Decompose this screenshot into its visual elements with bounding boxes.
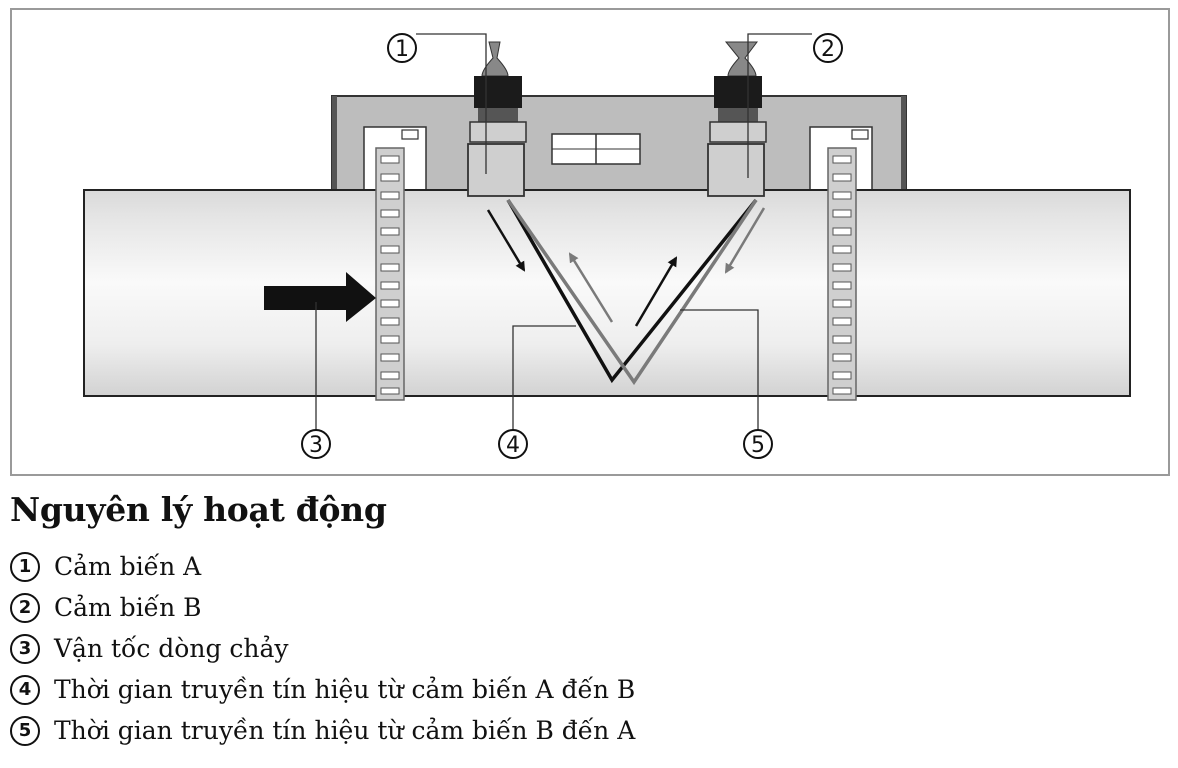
legend-text-5: Thời gian truyền tín hiệu từ cảm biến B …	[54, 716, 636, 745]
callout-4: 4	[498, 429, 528, 459]
svg-text:3: 3	[309, 433, 323, 458]
legend-number-4: 4	[10, 674, 40, 705]
callout-1: 1	[387, 33, 417, 63]
legend-item-2: 2 Cảm biến B	[10, 587, 635, 628]
signal-path-b-to-a	[506, 199, 766, 386]
strap-left	[375, 147, 405, 401]
legend-item-4: 4 Thời gian truyền tín hiệu từ cảm biến …	[10, 669, 635, 710]
mounting-rail	[331, 95, 907, 192]
legend-item-3: 3 Vận tốc dòng chảy	[10, 628, 635, 669]
pipe	[83, 189, 1131, 397]
diagram-frame: 1 2 3 4 5	[10, 8, 1170, 476]
sensor-a	[467, 41, 527, 197]
legend-item-1: 1 Cảm biến A	[10, 546, 635, 587]
svg-text:2: 2	[821, 37, 835, 62]
legend-list: 1 Cảm biến A 2 Cảm biến B 3 Vận tốc dòng…	[10, 546, 635, 751]
svg-text:1: 1	[395, 37, 409, 62]
legend-number-1: 1	[10, 551, 40, 582]
sensor-b	[707, 41, 767, 197]
legend-text-3: Vận tốc dòng chảy	[54, 634, 289, 663]
caption-title: Nguyên lý hoạt động	[10, 490, 387, 529]
callout-5: 5	[743, 429, 773, 459]
legend-item-5: 5 Thời gian truyền tín hiệu từ cảm biến …	[10, 710, 635, 751]
legend-text-4: Thời gian truyền tín hiệu từ cảm biến A …	[54, 675, 636, 704]
strap-right	[827, 147, 857, 401]
legend-number-2: 2	[10, 592, 40, 623]
legend-number-5: 5	[10, 715, 40, 746]
signal-path-a-to-b	[486, 198, 758, 384]
svg-text:4: 4	[506, 433, 520, 458]
callout-3: 3	[301, 429, 331, 459]
legend-number-3: 3	[10, 633, 40, 664]
callout-2: 2	[813, 33, 843, 63]
flow-direction-arrow	[264, 272, 376, 322]
svg-text:5: 5	[751, 433, 765, 458]
legend-text-2: Cảm biến B	[54, 593, 202, 622]
flowmeter-diagram: 1 2 3 4 5	[83, 33, 1131, 459]
leader-lines	[315, 33, 812, 430]
legend-text-1: Cảm biến A	[54, 552, 202, 581]
